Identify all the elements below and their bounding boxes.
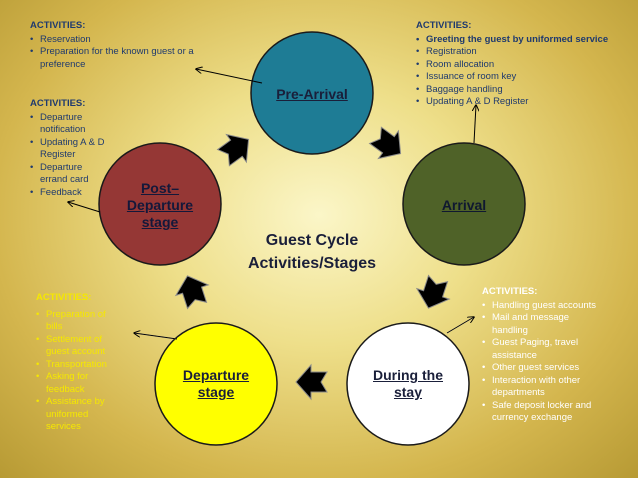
arrow-departure-to-post: [174, 275, 210, 310]
pre-arrival-label: Pre-Arrival: [276, 86, 348, 102]
list-item: Issuance of room key: [416, 71, 626, 84]
post-departure-circle: [98, 142, 222, 266]
departure-label: Departure stage: [182, 367, 250, 400]
post-departure-label: Post– Departure stage: [126, 180, 194, 230]
diagram-title: Guest Cycle Activities/Stages: [247, 232, 377, 272]
list-item: Room allocation: [416, 59, 626, 72]
callout-departure-head: [134, 333, 178, 340]
list-item: Transportation: [36, 359, 124, 372]
list-item: Preparation of bills: [36, 309, 124, 334]
list-item: Assistance by uniformed services: [36, 396, 124, 434]
list-item: Updating A & D Register: [416, 96, 626, 109]
arrow-pre-to-arrival: [368, 126, 402, 160]
list-item: Safe deposit locker and currency exchang…: [482, 400, 606, 425]
arrow-stay-to-departure: [295, 363, 328, 401]
list-item: Asking for feedback: [36, 371, 124, 396]
list-item: Updating A & D Register: [30, 137, 112, 162]
arrival-activities: ACTIVITIES: Greeting the guest by unifor…: [416, 20, 626, 109]
list-item: Reservation: [30, 34, 220, 47]
list-item: Settlement of guest account: [36, 334, 124, 359]
list-item: Feedback: [30, 187, 112, 200]
during-stay-activities: ACTIVITIES: Handling guest accounts Mail…: [482, 286, 606, 425]
post-departure-activities: ACTIVITIES: Departure notification Updat…: [30, 98, 112, 199]
list-item: Preparation for the known guest or a pre…: [30, 46, 220, 71]
arrival-circle: [402, 142, 526, 266]
pre-arrival-activities: ACTIVITIES: Reservation Preparation for …: [30, 20, 220, 71]
list-item: Departure notification: [30, 112, 112, 137]
arrival-label: Arrival: [441, 197, 487, 213]
panel-heading: ACTIVITIES:: [482, 286, 538, 297]
callout-pre-arrival: [196, 69, 263, 84]
departure-circle: [154, 322, 278, 446]
list-item: Handling guest accounts: [482, 300, 606, 313]
list-item: Baggage handling: [416, 84, 626, 97]
arrow-arrival-to-stay: [415, 274, 451, 309]
during-stay-circle: [346, 322, 470, 446]
list-item: Guest Paging, travel assistance: [482, 337, 606, 362]
departure-activities: ACTIVITIES: Preparation of bills Settlem…: [36, 292, 124, 434]
panel-heading: ACTIVITIES:: [30, 20, 86, 31]
list-item: Interaction with other departments: [482, 375, 606, 400]
callout-during-stay-head: [446, 317, 474, 334]
pre-arrival-circle: [250, 31, 374, 155]
arrow-post-to-pre: [216, 133, 250, 167]
callout-post-departure: [68, 202, 101, 213]
list-item: Other guest services: [482, 362, 606, 375]
panel-heading: ACTIVITIES:: [36, 292, 92, 303]
list-item: Departure errand card: [30, 162, 112, 187]
panel-heading: ACTIVITIES:: [416, 20, 472, 31]
callout-arrival: [474, 105, 476, 144]
list-item: Greeting the guest by uniformed service: [416, 34, 626, 47]
list-item: Mail and message handling: [482, 312, 606, 337]
panel-heading: ACTIVITIES:: [30, 98, 86, 109]
during-stay-label: During the stay: [373, 367, 443, 400]
list-item: Registration: [416, 46, 626, 59]
